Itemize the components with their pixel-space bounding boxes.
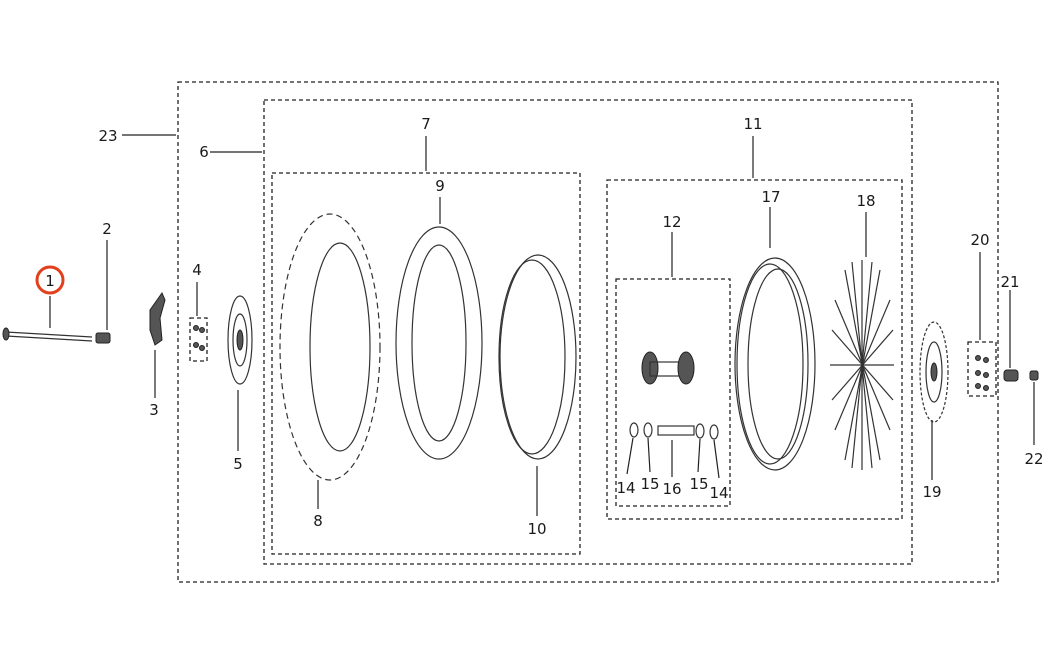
callout-1[interactable]: 1 (45, 272, 55, 290)
selected-callout-ring (35, 265, 65, 295)
axle-part[interactable] (2, 327, 93, 342)
callout-21[interactable]: 21 (1000, 273, 1019, 291)
assembly-box-12 (615, 278, 731, 507)
spoke-set-part[interactable] (830, 260, 894, 470)
assembly-box-6 (263, 99, 913, 565)
callout-15-left[interactable]: 15 (640, 475, 659, 493)
callout-3[interactable]: 3 (149, 401, 159, 419)
callout-14-right[interactable]: 14 (709, 484, 728, 502)
bearing-right-part[interactable] (709, 424, 719, 440)
seal-left-part[interactable] (643, 422, 653, 438)
callout-2[interactable]: 2 (102, 220, 112, 238)
spacer-part[interactable] (657, 425, 695, 436)
callout-5[interactable]: 5 (233, 455, 243, 473)
brake-disc-part[interactable] (227, 295, 253, 385)
callout-11[interactable]: 11 (743, 115, 762, 133)
rim-part[interactable] (734, 257, 816, 471)
axle-nut-part[interactable] (95, 332, 111, 344)
callout-9[interactable]: 9 (435, 177, 445, 195)
callout-14-left[interactable]: 14 (616, 479, 635, 497)
assembly-box-4 (189, 317, 208, 362)
callout-7[interactable]: 7 (421, 115, 431, 133)
bearing-left-part[interactable] (629, 422, 639, 438)
bolt-set-4-part[interactable] (193, 325, 205, 351)
callout-22[interactable]: 22 (1024, 450, 1043, 468)
seal-right-part[interactable] (695, 423, 705, 439)
callout-20[interactable]: 20 (970, 231, 989, 249)
assembly-box-11 (606, 179, 903, 520)
callout-10[interactable]: 10 (527, 520, 546, 538)
callout-6[interactable]: 6 (199, 143, 209, 161)
callout-4[interactable]: 4 (192, 261, 202, 279)
tire-part[interactable] (279, 213, 381, 481)
callout-19[interactable]: 19 (922, 483, 941, 501)
axle-spacer-part[interactable] (1003, 369, 1019, 382)
leader-lines (49, 134, 1035, 516)
rim-band-part[interactable] (498, 254, 577, 460)
callout-12[interactable]: 12 (662, 213, 681, 231)
callout-8[interactable]: 8 (313, 512, 323, 530)
hub-part[interactable] (641, 351, 695, 385)
bolt-set-20-part[interactable] (975, 355, 989, 391)
assembly-box-7 (271, 172, 581, 555)
callout-23[interactable]: 23 (98, 127, 117, 145)
axle-collar-part[interactable] (1029, 370, 1039, 381)
caliper-bracket-part[interactable] (149, 291, 166, 346)
callout-18[interactable]: 18 (856, 192, 875, 210)
callout-17[interactable]: 17 (761, 188, 780, 206)
assembly-box-20 (967, 341, 997, 397)
callout-16[interactable]: 16 (662, 480, 681, 498)
sprocket-part[interactable] (919, 321, 949, 423)
assembly-box-23 (177, 81, 999, 583)
inner-tube-part[interactable] (395, 226, 483, 460)
callout-15-right[interactable]: 15 (689, 475, 708, 493)
